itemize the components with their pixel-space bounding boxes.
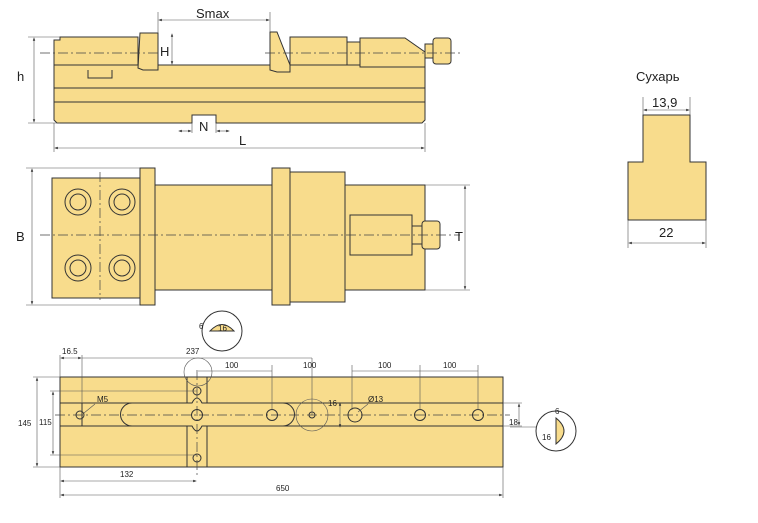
slot-width: 16	[328, 399, 337, 408]
thread-label: M5	[97, 395, 109, 404]
detail-top-width: 16	[218, 324, 227, 333]
side-elevation-view: Smax H h N L	[17, 6, 460, 152]
base-plate-view: 6 16 6 16 16.5 237 100 100 100 100 M5 16…	[18, 310, 577, 498]
offset-237: 237	[186, 347, 200, 356]
hole-dia: Ø13	[368, 395, 384, 404]
l-label: L	[239, 133, 246, 148]
slot-18: 18	[509, 418, 518, 427]
h-label: H	[160, 44, 169, 59]
dist-132: 132	[120, 470, 134, 479]
pitch-3: 100	[378, 361, 392, 370]
bolt-heads	[64, 188, 136, 282]
height-total: 145	[18, 419, 32, 428]
n-label: N	[199, 119, 208, 134]
plan-view: B T	[16, 167, 470, 306]
key-bottom-width: 22	[659, 225, 673, 240]
pitch-4: 100	[443, 361, 457, 370]
pitch-1: 100	[225, 361, 239, 370]
b-label: B	[16, 229, 25, 244]
pitch-2: 100	[303, 361, 317, 370]
detail-right-height: 16	[542, 433, 551, 442]
smax-label: Smax	[196, 6, 230, 21]
offset-left: 16.5	[62, 347, 78, 356]
detail-top-height: 6	[199, 322, 204, 331]
h-total-label: h	[17, 69, 24, 84]
plate-length: 650	[276, 484, 290, 493]
key-detail: Сухарь 13,9 22	[627, 69, 707, 248]
height-holes: 115	[39, 418, 52, 427]
key-top-width: 13,9	[652, 95, 677, 110]
detail-right-width: 6	[555, 407, 560, 416]
t-label: T	[455, 229, 463, 244]
key-title: Сухарь	[636, 69, 680, 84]
